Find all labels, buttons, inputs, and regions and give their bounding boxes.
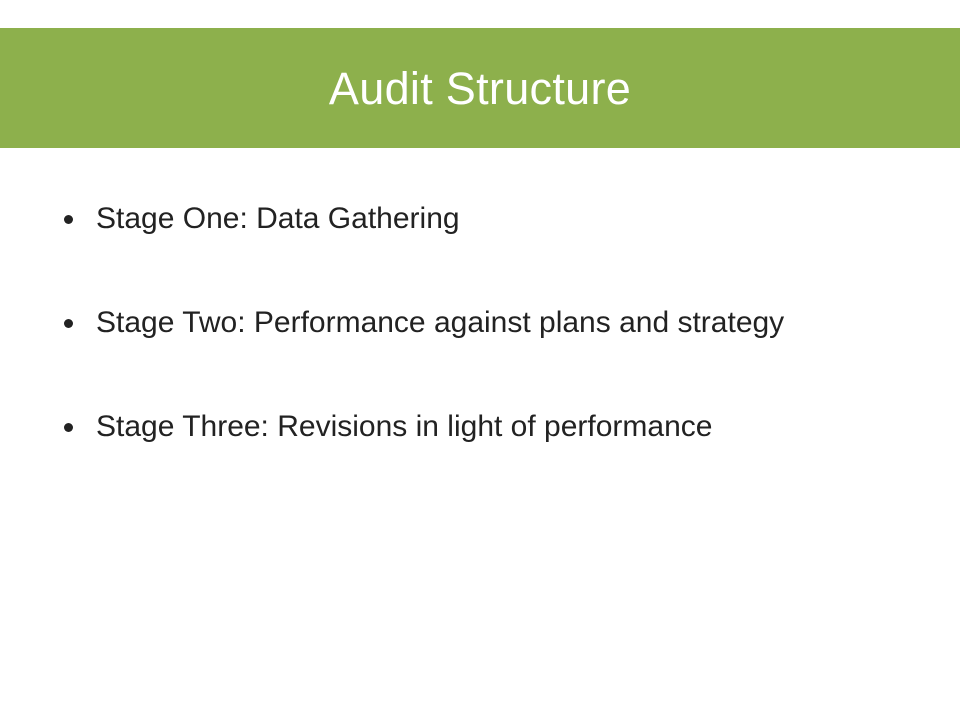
- bullet-item: Stage Three: Revisions in light of perfo…: [60, 404, 900, 450]
- title-banner: Audit Structure: [0, 28, 960, 148]
- bullet-text: Stage Two: Performance against plans and…: [96, 306, 785, 339]
- bullet-text: Stage One: Data Gathering: [96, 202, 460, 235]
- bullet-icon: [64, 423, 73, 432]
- bullet-item: Stage Two: Performance against plans and…: [60, 300, 900, 346]
- bullet-icon: [64, 215, 73, 224]
- bullet-list: Stage One: Data Gathering Stage Two: Per…: [60, 196, 900, 450]
- slide-title: Audit Structure: [328, 62, 632, 114]
- bullet-icon: [64, 319, 73, 328]
- bullet-text: Stage Three: Revisions in light of perfo…: [96, 410, 713, 443]
- bullet-item: Stage One: Data Gathering: [60, 196, 900, 242]
